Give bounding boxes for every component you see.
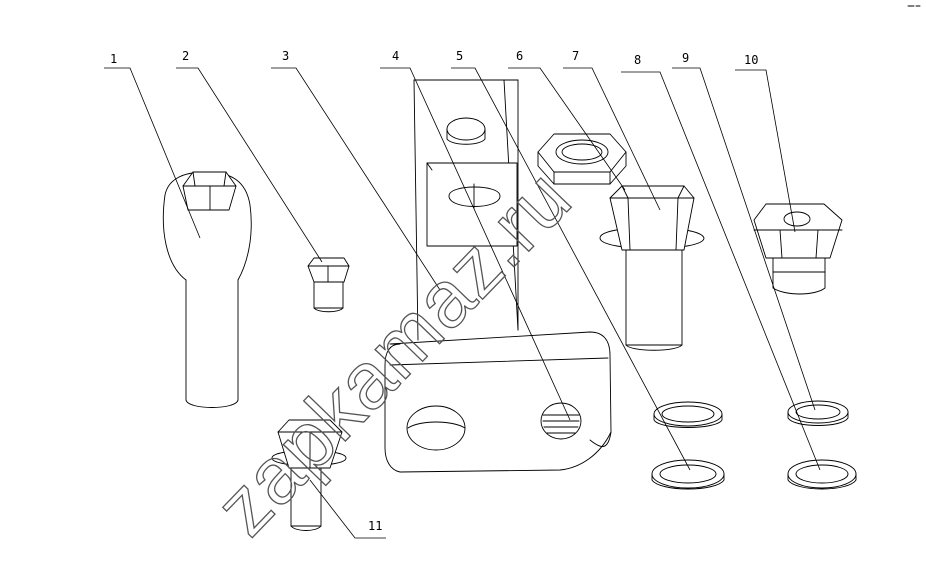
callout-6: 6 bbox=[516, 49, 523, 63]
washer-5 bbox=[651, 459, 725, 490]
callout-10: 10 bbox=[744, 53, 758, 67]
callout-5: 5 bbox=[456, 49, 463, 63]
part-2-plug bbox=[307, 257, 350, 313]
part-1-rod-end bbox=[162, 171, 252, 408]
part-4-bracket bbox=[384, 79, 612, 473]
callout-numbers: 1 2 3 4 5 6 7 8 9 10 11 bbox=[110, 49, 758, 533]
part-7-flange-bolt bbox=[599, 185, 705, 351]
callout-9: 9 bbox=[682, 51, 689, 65]
callout-1: 1 bbox=[110, 52, 117, 66]
callout-3: 3 bbox=[282, 49, 289, 63]
callout-11: 11 bbox=[368, 519, 382, 533]
washer-8 bbox=[787, 459, 857, 490]
callout-2: 2 bbox=[182, 49, 189, 63]
leader-lines bbox=[104, 67, 821, 539]
part-10-hex-fitting bbox=[753, 203, 843, 295]
part-11-small-bolt bbox=[271, 419, 347, 531]
part-6-hex-nut bbox=[537, 133, 627, 185]
washer-8-a bbox=[653, 401, 723, 428]
washer-9 bbox=[787, 400, 849, 426]
callout-8: 8 bbox=[634, 53, 641, 67]
callout-4: 4 bbox=[392, 49, 399, 63]
callout-7: 7 bbox=[572, 49, 579, 63]
